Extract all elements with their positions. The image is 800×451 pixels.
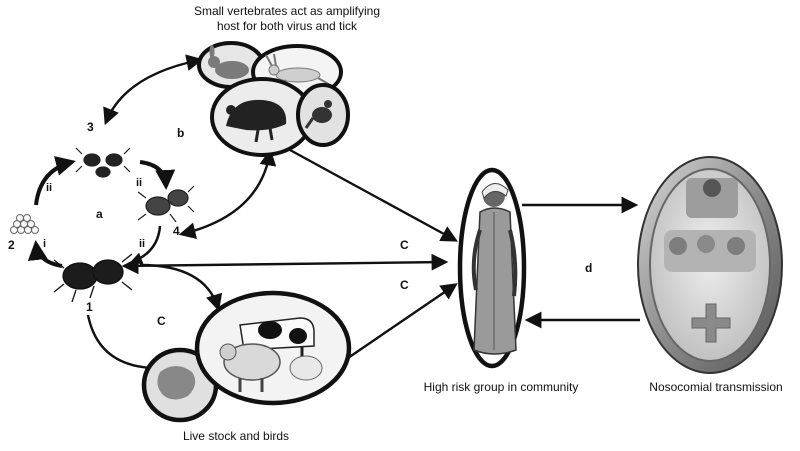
- arrow-tick-high-risk-bidirectional: [121, 253, 449, 275]
- sheep-icon: [219, 343, 323, 392]
- arrows: [86, 54, 640, 370]
- title-line-2: host for both virus and tick: [217, 19, 358, 33]
- tick-cycle-arrows: [27, 156, 176, 268]
- arrow-tick-to-livestock: [139, 263, 223, 312]
- bird-map-icon: [157, 366, 196, 400]
- tick-icon: [137, 185, 195, 223]
- label-d: d: [585, 261, 592, 275]
- label-i: i: [43, 238, 46, 250]
- label-3: 3: [87, 120, 94, 134]
- tick-icon: [75, 147, 131, 178]
- cycle-arrow-2-to-3: [34, 156, 76, 206]
- tick-life-cycle: [10, 147, 195, 303]
- label-a: a: [96, 207, 103, 221]
- label-c-left: C: [157, 314, 166, 328]
- label-4: 4: [173, 224, 180, 238]
- label-livestock: Live stock and birds: [183, 429, 289, 443]
- label-ii-right: ii: [136, 177, 142, 189]
- arrow-3-to-small-vertebrates: [103, 54, 204, 126]
- rabbit-icon: [208, 45, 249, 79]
- nosocomial-panel: [637, 156, 783, 374]
- line-tick-1-to-livestock: [86, 314, 153, 370]
- arrow-livestock-to-high-risk: [344, 283, 458, 361]
- label-nosocomial: Nosocomial transmission: [649, 380, 782, 394]
- cow-icon: [239, 317, 315, 368]
- hedgehog-icon: [226, 99, 287, 143]
- label-high-risk: High risk group in community: [424, 380, 579, 394]
- cycle-arrow-1-to-2: [27, 240, 63, 268]
- label-c-lower: C: [400, 278, 409, 292]
- label-ii-lower: ii: [139, 238, 145, 250]
- egg-cluster-icon: [10, 214, 39, 234]
- label-b: b: [177, 126, 184, 140]
- high-risk-group: [457, 167, 527, 369]
- cycle-arrow-4-to-1: [129, 225, 162, 265]
- label-1: 1: [86, 300, 93, 314]
- arrow-4-to-small-vertebrates: [178, 148, 277, 239]
- label-2: 2: [8, 238, 15, 252]
- hospital-icon: [664, 178, 756, 343]
- label-c-upper: C: [400, 238, 409, 252]
- tick-icon: [53, 253, 133, 303]
- small-vertebrates-cluster: [197, 41, 350, 157]
- herdsman-icon: [471, 183, 518, 355]
- title-line-1: Small vertebrates act as amplifying: [194, 4, 380, 18]
- livestock-cluster: [141, 290, 352, 423]
- label-ii-left: ii: [46, 182, 52, 194]
- arrow-vertebrates-to-high-risk: [289, 148, 458, 242]
- bird-icon: [304, 100, 332, 129]
- cycle-arrow-3-to-4: [139, 160, 176, 190]
- labels: Small vertebrates act as amplifying host…: [8, 4, 783, 443]
